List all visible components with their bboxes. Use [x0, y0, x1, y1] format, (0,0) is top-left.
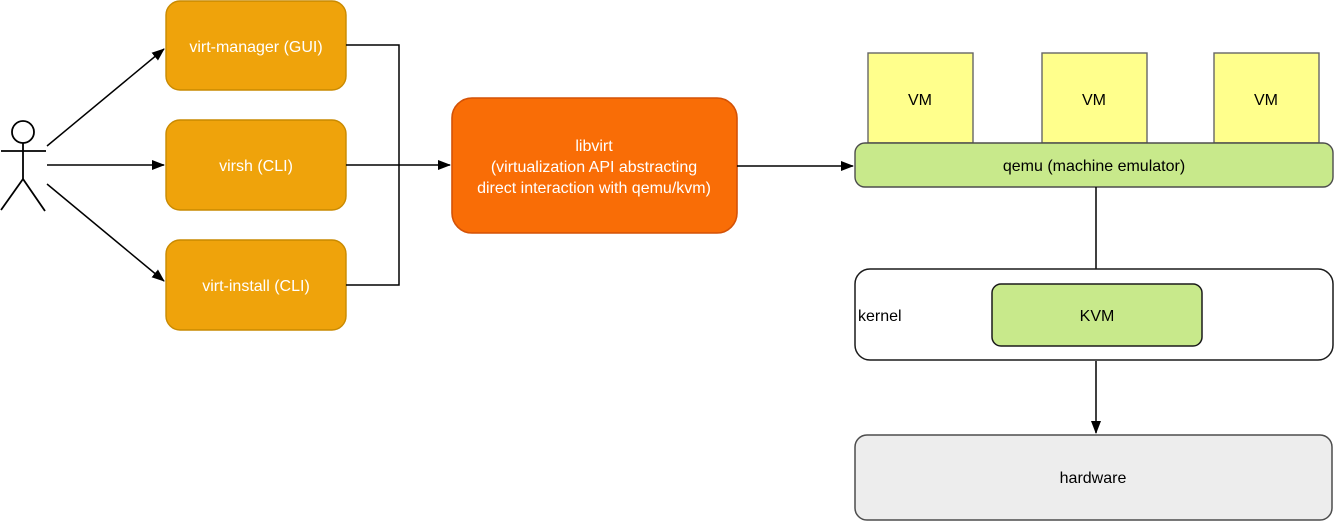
node-virt-manager — [165, 0, 347, 91]
node-kvm — [991, 283, 1203, 347]
node-vm-1 — [867, 52, 974, 144]
node-hardware — [854, 434, 1333, 521]
node-qemu — [854, 142, 1334, 188]
actor-right-leg — [22, 178, 46, 212]
tool-nodes: virt-manager (GUI) virsh (CLI) virt-inst… — [165, 0, 347, 331]
arrow-user-to-virt-manager — [46, 48, 165, 147]
node-vm-3 — [1213, 52, 1320, 144]
vm-nodes: VM VM VM — [867, 52, 1320, 144]
node-virt-install — [165, 239, 347, 331]
user-actor-icon — [0, 120, 46, 212]
node-virsh — [165, 119, 347, 211]
arrow-user-to-virt-install — [46, 183, 165, 282]
actor-left-leg — [0, 178, 24, 211]
node-vm-2 — [1041, 52, 1148, 144]
node-libvirt — [451, 97, 738, 234]
